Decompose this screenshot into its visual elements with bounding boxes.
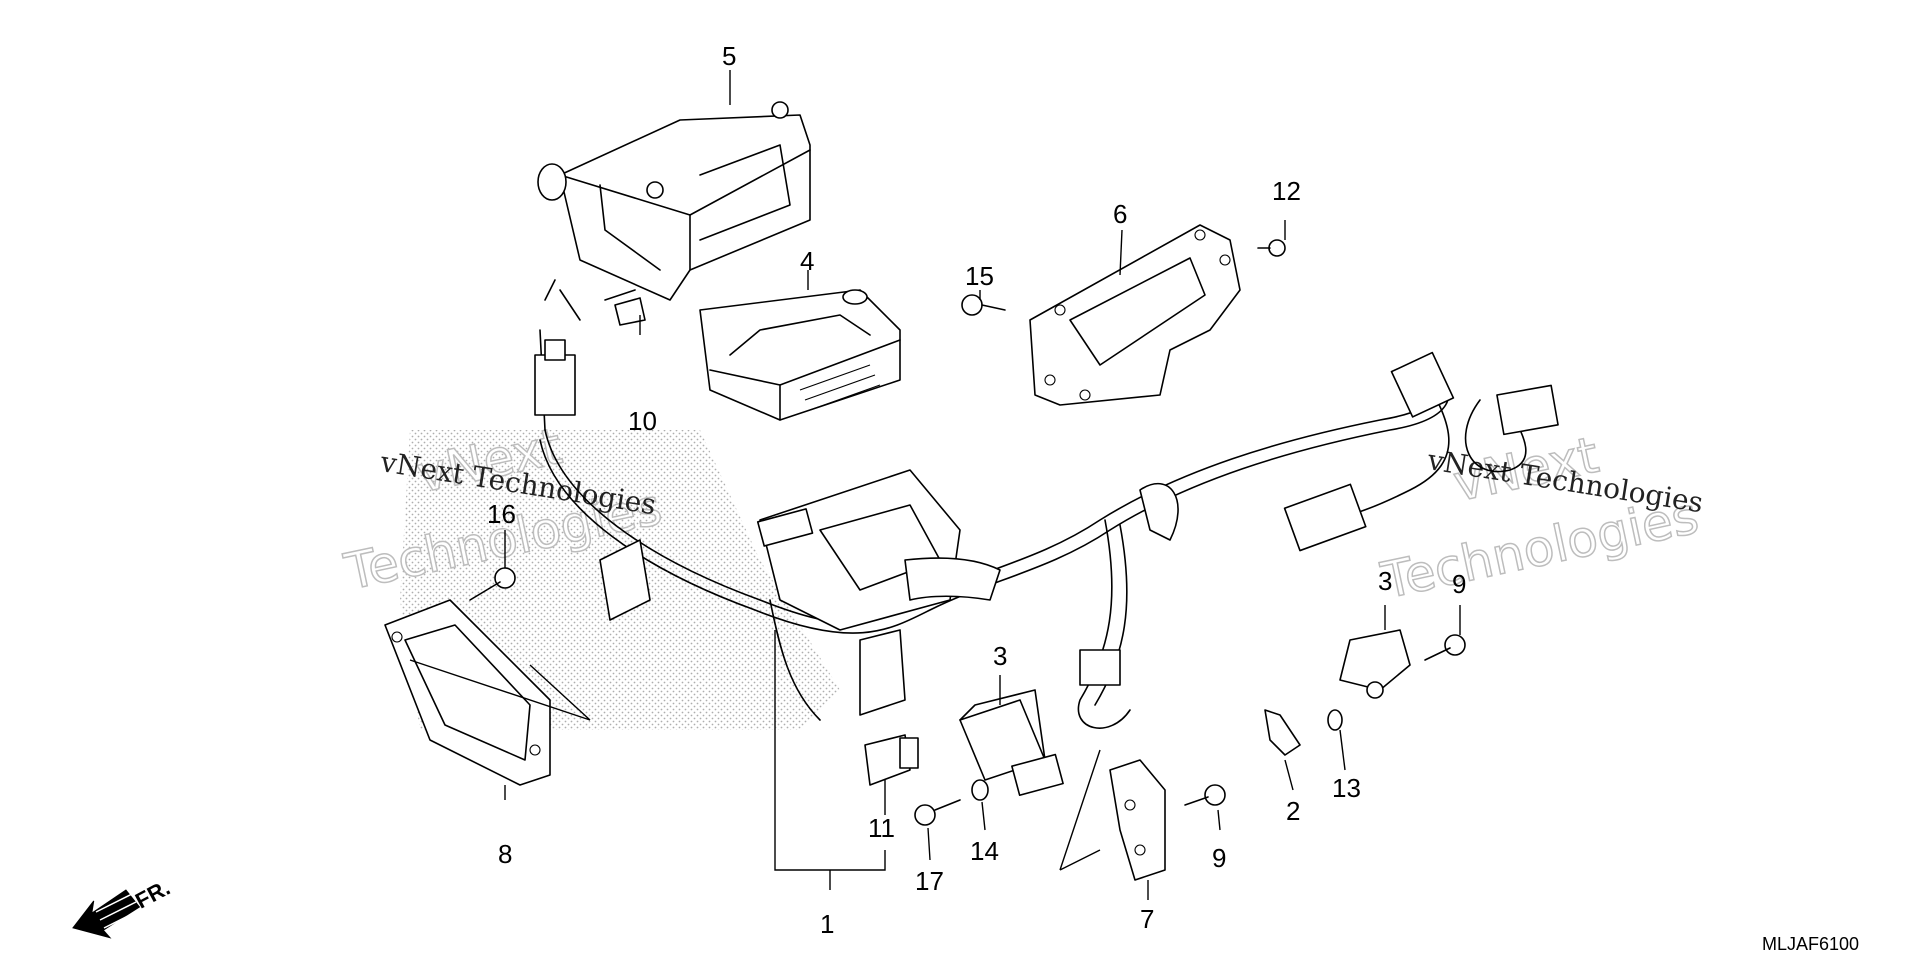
callout-15: 15 xyxy=(965,261,994,291)
callout-2: 2 xyxy=(1286,796,1300,826)
diagram-code: MLJAF6100 xyxy=(1762,934,1859,954)
part-1-wire-harness xyxy=(534,279,1559,729)
callout-14: 14 xyxy=(970,836,999,866)
callout-11: 11 xyxy=(868,813,895,843)
callout-13: 13 xyxy=(1332,773,1361,803)
front-direction-arrow: FR. xyxy=(72,875,174,939)
bolt-9-right xyxy=(1424,634,1466,661)
callout-7: 7 xyxy=(1140,904,1154,934)
callout-8: 8 xyxy=(498,839,512,869)
callout-4: 4 xyxy=(800,246,814,276)
bolt-15 xyxy=(961,294,1006,316)
leader-lines xyxy=(409,70,1461,900)
callout-16: 16 xyxy=(487,499,516,529)
callout-5: 5 xyxy=(722,41,736,71)
callout-3-right: 3 xyxy=(1378,566,1392,596)
part-11-connector xyxy=(864,734,919,786)
part-8-plate xyxy=(384,599,551,786)
part-6-plate xyxy=(1029,224,1241,406)
bolt-12 xyxy=(1257,239,1286,257)
bolt-9-lower xyxy=(1184,784,1226,806)
part-3-sensor-right xyxy=(1339,629,1411,699)
part-2-bracket xyxy=(1264,709,1301,756)
callout-12: 12 xyxy=(1272,176,1301,206)
callout-1: 1 xyxy=(820,909,834,939)
callout-3-left: 3 xyxy=(993,641,1007,671)
callout-9-lower: 9 xyxy=(1212,843,1226,873)
callout-9-right: 9 xyxy=(1452,569,1466,599)
callout-17: 17 xyxy=(915,866,944,896)
part-7-bracket xyxy=(1109,759,1166,881)
part-5-box-bracket xyxy=(537,101,811,301)
callout-numbers: 5 4 6 12 15 10 16 8 1 11 17 14 3 3 9 9 2… xyxy=(487,41,1466,939)
part-3-sensor-left xyxy=(959,689,1064,796)
callout-10: 10 xyxy=(628,406,657,436)
washer-14 xyxy=(971,779,989,801)
part-4-control-unit xyxy=(699,289,901,421)
bolt-10 xyxy=(604,289,646,326)
bolt-17 xyxy=(914,799,961,826)
washer-13 xyxy=(1327,709,1343,731)
callout-6: 6 xyxy=(1113,199,1127,229)
